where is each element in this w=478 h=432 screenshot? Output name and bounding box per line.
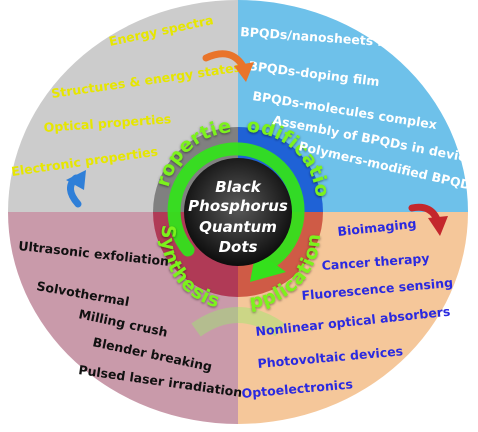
blue-curved-arrow-icon: [66, 170, 86, 208]
core-line-3: Quantum: [199, 218, 277, 236]
core-title: Black Phosphorus Quantum Dots: [188, 178, 288, 256]
orange-curved-arrow-icon: [202, 50, 254, 82]
core-line-1: Black: [215, 178, 262, 196]
green-cycle-arrow-icon: [167, 142, 305, 337]
core-line-4: Dots: [219, 238, 258, 256]
core-line-2: Phosphorus: [188, 197, 288, 215]
red-curved-arrow-icon: [408, 203, 448, 236]
core-circle: [184, 158, 292, 266]
